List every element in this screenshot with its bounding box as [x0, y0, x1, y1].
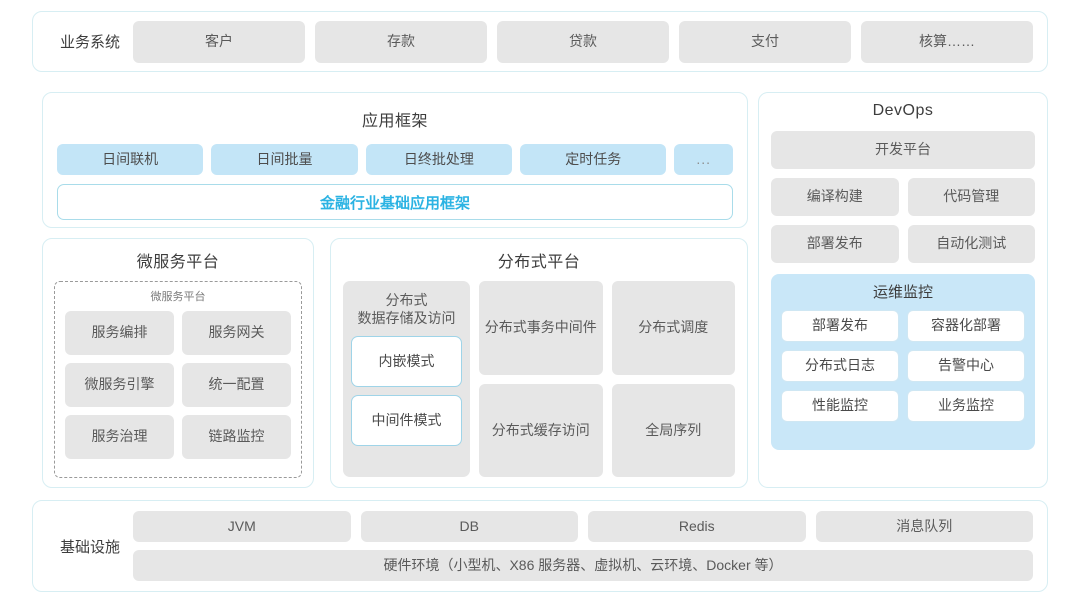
app-chip-eod-batch[interactable]: 日终批处理	[365, 144, 513, 175]
business-systems-label: 业务系统	[59, 34, 120, 51]
devops-chip-compile-build[interactable]: 编译构建	[771, 178, 899, 216]
devops-chip-deploy-release[interactable]: 部署发布	[771, 225, 899, 263]
ops-chip-alert-center[interactable]: 告警中心	[907, 350, 1025, 382]
distributed-chip-grid: 分布式 事务中间件 分布式调度 分布式 缓存访问 全局序列	[479, 281, 735, 477]
infra-chip-db[interactable]: DB	[360, 511, 578, 542]
infra-chip-jvm[interactable]: JVM	[133, 511, 351, 542]
devops-chip-code-management[interactable]: 代码管理	[907, 178, 1035, 216]
business-chip-customer[interactable]: 客户	[133, 20, 305, 63]
distributed-platform-title: 分布式平台	[497, 254, 581, 271]
distributed-mode-embedded[interactable]: 内嵌模式	[351, 336, 462, 388]
ops-chip-containerized-deploy[interactable]: 容器化部署	[907, 310, 1025, 342]
business-systems-bar: 业务系统 客户 存款 贷款 支付 核算……	[32, 11, 1048, 72]
devops-chip-automated-testing[interactable]: 自动化测试	[907, 225, 1035, 263]
application-framework-card: 应用框架 日间联机 日间批量 日终批处理 定时任务 ... 金融行业基础应用框架	[42, 92, 748, 228]
distributed-platform-card: 分布式平台 分布式 数据存储及访问 内嵌模式 中间件模式 分布式 事务中间件 分…	[330, 238, 748, 488]
infrastructure-label: 基础设施	[59, 538, 120, 556]
distributed-chip-cache-access-line1: 分布式	[491, 421, 534, 438]
devops-title: DevOps	[872, 102, 934, 119]
infrastructure-chip-list: JVM DB Redis 消息队列	[133, 511, 1033, 542]
app-chip-more[interactable]: ...	[674, 144, 733, 175]
distributed-data-storage-label: 分布式 数据存储及访问	[358, 291, 456, 327]
ops-monitoring-title: 运维监控	[872, 284, 933, 301]
business-chip-accounting[interactable]: 核算……	[861, 20, 1033, 63]
micro-chip-link-monitoring[interactable]: 链路监控	[182, 415, 291, 459]
microservice-chip-grid: 服务编排 服务网关 微服务引擎 统一配置 服务治理 链路监控	[65, 311, 291, 459]
micro-chip-service-governance[interactable]: 服务治理	[65, 415, 174, 459]
microservice-platform-title: 微服务平台	[136, 254, 220, 271]
business-chip-deposit[interactable]: 存款	[315, 20, 487, 63]
micro-chip-service-orchestration[interactable]: 服务编排	[65, 311, 174, 355]
distributed-data-storage-label-line2: 数据存储及访问	[357, 310, 456, 327]
finance-base-framework-banner: 金融行业基础应用框架	[57, 184, 733, 220]
ops-chip-distributed-log[interactable]: 分布式日志	[781, 350, 899, 382]
distributed-chip-scheduling[interactable]: 分布式调度	[611, 281, 735, 375]
middle-left-column: 应用框架 日间联机 日间批量 日终批处理 定时任务 ... 金融行业基础应用框架…	[42, 92, 748, 488]
distributed-chip-global-sequence[interactable]: 全局序列	[611, 383, 735, 477]
distributed-data-storage-label-line1: 分布式	[385, 292, 428, 308]
business-systems-chip-list: 客户 存款 贷款 支付 核算……	[133, 20, 1033, 63]
ops-chip-performance-monitoring[interactable]: 性能监控	[781, 390, 899, 422]
distributed-chip-cache-access-line2: 缓存访问	[533, 421, 590, 438]
app-chip-daytime-batch[interactable]: 日间批量	[211, 144, 358, 175]
distributed-chip-transaction-middleware-line2: 事务中间件	[526, 319, 597, 335]
distributed-platform-body: 分布式 数据存储及访问 内嵌模式 中间件模式 分布式 事务中间件 分布式调度 分…	[343, 281, 735, 477]
ops-monitoring-chip-grid: 部署发布 容器化部署 分布式日志 告警中心 性能监控 业务监控	[781, 310, 1025, 422]
infra-chip-message-queue[interactable]: 消息队列	[815, 511, 1033, 542]
devops-card: DevOps 开发平台 编译构建 代码管理 部署发布 自动化测试 运维监控 部署…	[758, 92, 1048, 488]
ops-chip-deploy-release[interactable]: 部署发布	[781, 310, 899, 342]
microservice-platform-card: 微服务平台 微服务平台 服务编排 服务网关 微服务引擎 统一配置 服务治理 链路…	[42, 238, 314, 488]
devops-platform-row: 开发平台	[771, 131, 1035, 169]
distributed-data-storage-group: 分布式 数据存储及访问 内嵌模式 中间件模式	[343, 281, 470, 477]
distributed-chip-transaction-middleware[interactable]: 分布式 事务中间件	[479, 281, 603, 375]
micro-chip-microservice-engine[interactable]: 微服务引擎	[65, 363, 174, 407]
micro-chip-service-gateway[interactable]: 服务网关	[182, 311, 291, 355]
app-chip-daytime-online[interactable]: 日间联机	[57, 144, 204, 175]
micro-chip-unified-config[interactable]: 统一配置	[182, 363, 291, 407]
devops-chip-grid: 编译构建 代码管理 部署发布 自动化测试	[771, 178, 1035, 263]
infrastructure-content: JVM DB Redis 消息队列 硬件环境（小型机、X86 服务器、虚拟机、云…	[133, 511, 1033, 581]
devops-chip-dev-platform[interactable]: 开发平台	[771, 131, 1035, 169]
distributed-mode-middleware[interactable]: 中间件模式	[351, 395, 462, 447]
distributed-chip-transaction-middleware-line1: 分布式	[484, 319, 527, 335]
application-framework-chip-list: 日间联机 日间批量 日终批处理 定时任务 ...	[57, 144, 733, 175]
business-chip-payment[interactable]: 支付	[679, 20, 851, 63]
infrastructure-bar: 基础设施 JVM DB Redis 消息队列 硬件环境（小型机、X86 服务器、…	[32, 500, 1048, 592]
app-chip-scheduled-task[interactable]: 定时任务	[520, 144, 667, 175]
business-chip-loan[interactable]: 贷款	[497, 20, 669, 63]
microservice-inner-panel: 微服务平台 服务编排 服务网关 微服务引擎 统一配置 服务治理 链路监控	[54, 281, 302, 478]
distributed-chip-cache-access[interactable]: 分布式 缓存访问	[479, 383, 603, 477]
infra-chip-hardware-environment[interactable]: 硬件环境（小型机、X86 服务器、虚拟机、云环境、Docker 等）	[133, 550, 1033, 581]
ops-chip-business-monitoring[interactable]: 业务监控	[907, 390, 1025, 422]
infra-chip-redis[interactable]: Redis	[588, 511, 806, 542]
microservice-inner-title: 微服务平台	[150, 291, 206, 303]
application-framework-title: 应用框架	[361, 113, 428, 130]
ops-monitoring-panel: 运维监控 部署发布 容器化部署 分布式日志 告警中心 性能监控 业务监控	[771, 274, 1035, 450]
